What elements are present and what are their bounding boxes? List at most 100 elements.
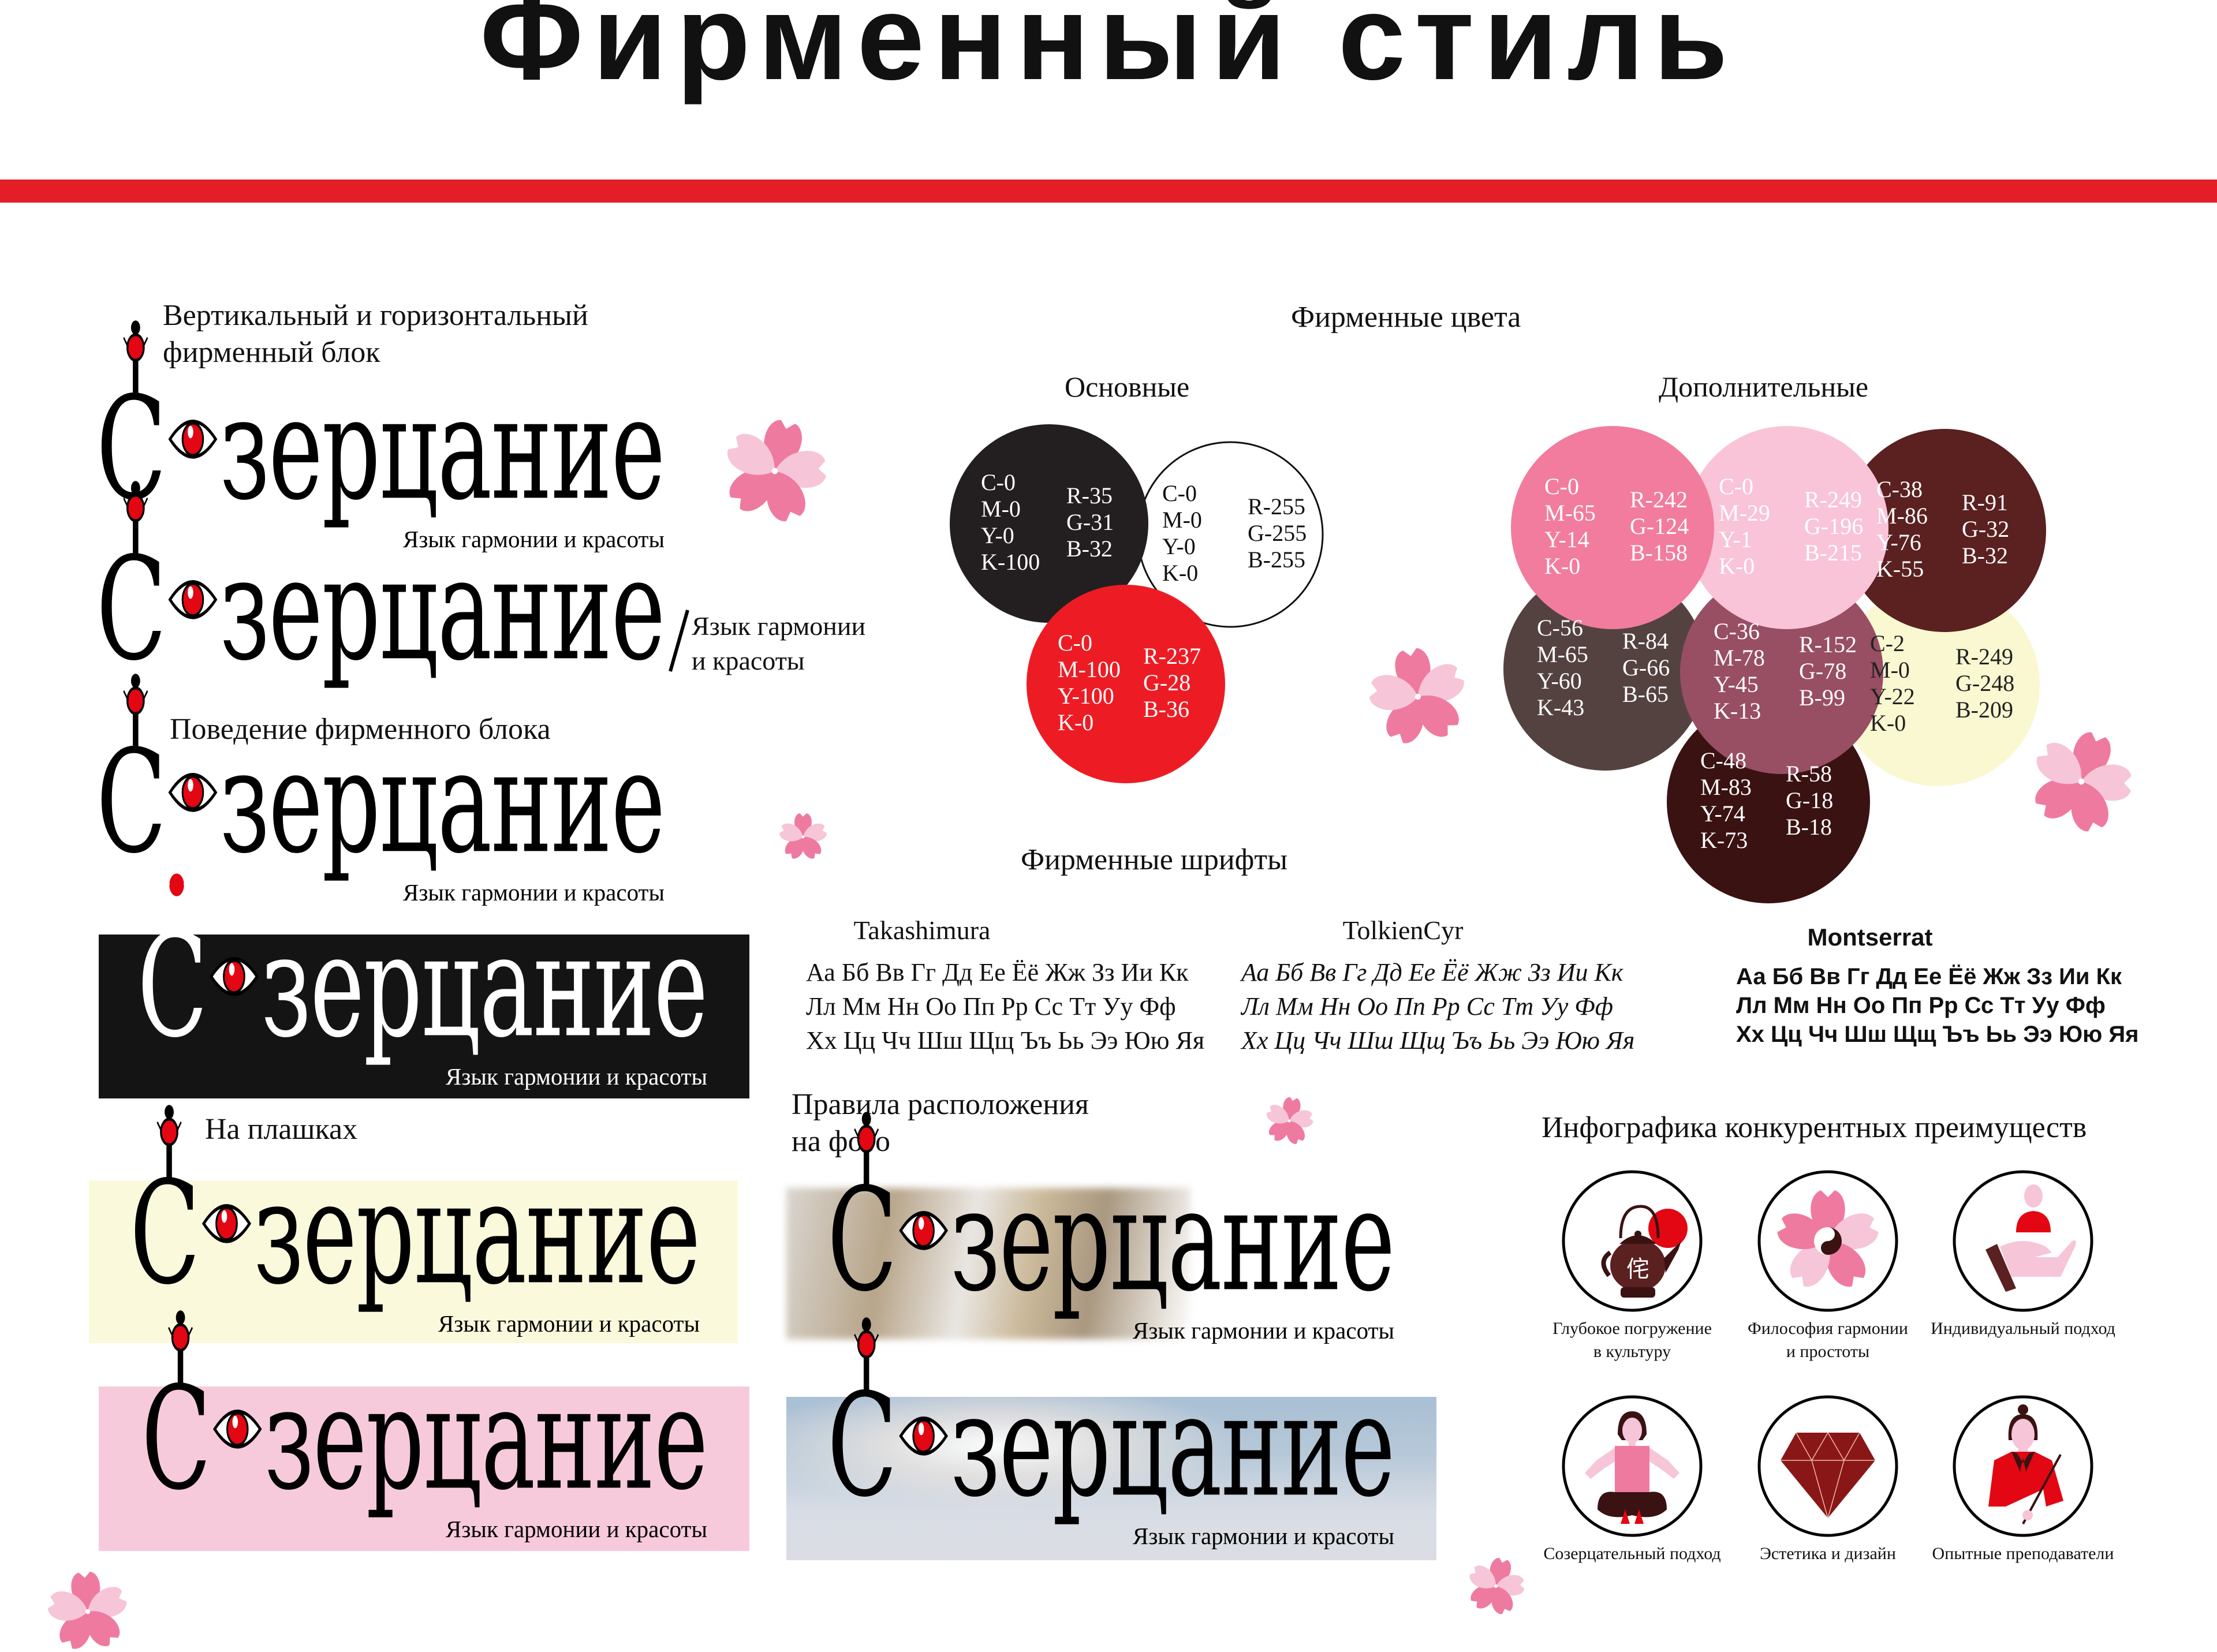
rgb-value: R-255 — [1248, 494, 1305, 519]
swatch-circles — [950, 424, 2046, 903]
eye-icon — [168, 419, 217, 459]
font-sample-row: Хх Цц Чч Шш Щщ Ъъ Ьь Ээ Юю Яя — [1736, 1022, 2139, 1047]
cmyk-value: C-0 — [1058, 630, 1092, 656]
sakura-icon — [47, 1571, 127, 1649]
cmyk-value: K-0 — [1162, 560, 1198, 586]
infographic-label-line: в культуру — [1593, 1342, 1671, 1361]
swatch-primary — [950, 424, 1148, 623]
eye-icon — [898, 1416, 948, 1456]
font-sample-row: Аа Бб Вв Гг Дд Ее Ёё Жж Зз Ии Кк — [1241, 958, 1623, 986]
rgb-value: G-78 — [1799, 658, 1846, 684]
rgb-value: G-31 — [1066, 509, 1114, 535]
rgb-value: B-215 — [1804, 540, 1862, 566]
photo-background-2 — [786, 1397, 1436, 1560]
infographic-label: Опытные преподаватели — [1925, 1542, 2121, 1565]
plates-title: На плашках — [205, 1113, 358, 1146]
figure-icon — [854, 1111, 879, 1188]
rgb-value: R-237 — [1143, 643, 1201, 669]
logo-tagline: Язык гармонии и красоты — [402, 526, 665, 552]
cmyk-value: Y-100 — [1058, 683, 1114, 709]
eye-icon — [168, 772, 217, 812]
sakura-icon — [1469, 1557, 1525, 1614]
rgb-value: B-18 — [1786, 814, 1832, 840]
logo-wordmark: С о зерцание — [827, 1317, 1395, 1518]
infographic-label-line: Индивидуальный подход — [1931, 1319, 2115, 1338]
rgb-value: B-209 — [1955, 697, 2013, 723]
logo-wordmark: С о зерцание — [141, 1310, 708, 1511]
logo-tagline: Язык гармонии и красоты — [1132, 1317, 1394, 1344]
figure-icon — [123, 480, 148, 558]
logo-tagline: Язык гармонии и красоты — [1132, 1523, 1394, 1549]
cmyk-value: Y-0 — [981, 522, 1014, 548]
rgb-value: R-84 — [1622, 628, 1669, 654]
cmyk-value: C-38 — [1876, 476, 1923, 502]
brand-colors-title: Фирменные цвета — [1291, 301, 1521, 334]
meditation-icon — [1562, 1395, 1703, 1537]
plate-pink — [99, 1386, 749, 1551]
swatch-labels: C-0M-0Y-0K-0R-255G-255B-255C-0M-0Y-0K-10… — [981, 469, 2014, 853]
rgb-value: B-32 — [1066, 536, 1113, 562]
logo-wordmark: С о зерцание — [130, 1104, 700, 1305]
cmyk-value: C-2 — [1870, 630, 1905, 656]
eye-icon — [168, 580, 217, 619]
rgb-value: G-196 — [1804, 513, 1863, 539]
block-title-line: Вертикальный и горизонтальный — [163, 299, 588, 332]
cmyk-value: Y-45 — [1714, 671, 1759, 697]
plate-yellow — [89, 1180, 738, 1343]
swatch-additional — [1680, 571, 1883, 774]
sakura-icon — [1266, 1097, 1313, 1144]
infographic-label: Эстетика и дизайн — [1730, 1542, 1926, 1565]
eye-icon — [201, 1204, 251, 1243]
font-sample-row: Хх Цц Чч Шш Щщ Ъъ Ьь Ээ Юю Яя — [1241, 1026, 1635, 1055]
logo-tagline: Язык гармонии и красоты — [438, 1310, 700, 1337]
tagline-slash — [669, 610, 689, 672]
teacher-icon — [1953, 1395, 2093, 1537]
infographic-label-line: Созерцательный подход — [1543, 1544, 1721, 1563]
infographic-label: Созерцательный подход — [1534, 1542, 1730, 1565]
cmyk-value: M-0 — [981, 496, 1021, 522]
font-sample-row: Хх Цц Чч Шш Щщ Ъъ Ьь Ээ Юю Яя — [806, 1026, 1205, 1055]
rgb-value: R-249 — [1955, 644, 2013, 670]
cmyk-value: M-86 — [1876, 503, 1928, 529]
cmyk-value: C-0 — [1544, 473, 1579, 499]
swatch-additional — [1685, 426, 1888, 629]
behavior-title: Поведение фирменного блока — [170, 713, 551, 746]
swatch-values: C-38M-86Y-76K-55R-91G-32B-32 — [1876, 476, 2009, 582]
cmyk-value: Y-74 — [1700, 801, 1745, 827]
figure-icon — [156, 1104, 182, 1182]
cmyk-value: K-0 — [1544, 553, 1580, 579]
page-title: Фирменный стиль — [480, 0, 1737, 105]
cmyk-value: K-100 — [981, 549, 1040, 575]
figure-icon — [123, 320, 148, 397]
sakura-icon — [1369, 648, 1464, 743]
accent-bar — [0, 180, 2217, 203]
cmyk-value: K-0 — [1058, 709, 1093, 735]
cmyk-value: M-0 — [1870, 657, 1910, 683]
svg-text:侘: 侘 — [1626, 1256, 1649, 1283]
block-title: Вертикальный и горизонтальный фирменный … — [163, 297, 588, 371]
logo-horizontal: С о зерцание — [96, 480, 665, 693]
rgb-value: R-91 — [1962, 489, 2008, 515]
rgb-value: G-124 — [1630, 513, 1689, 539]
logo-tagline: Язык гармонии и красоты — [445, 1516, 707, 1542]
teapot-icon: 侘 — [1562, 1170, 1703, 1312]
cmyk-value: K-73 — [1700, 827, 1748, 853]
cmyk-value: Y-76 — [1876, 529, 1921, 555]
font-name: Takashimura — [853, 915, 991, 945]
cmyk-value: M-29 — [1719, 500, 1770, 526]
logo-horizontal-tagline: Язык гармонии и красоты — [692, 609, 865, 678]
font-name: TolkienCyr — [1342, 915, 1464, 945]
rgb-value: G-28 — [1143, 670, 1190, 696]
photo-title-line: Правила расположения — [792, 1088, 1089, 1121]
swatch-values: C-56M-65Y-60K-43R-84G-66B-65 — [1537, 615, 1670, 720]
infographic-label-line: Опытные преподаватели — [1932, 1544, 2114, 1563]
sakura-yin-yang-icon — [1757, 1170, 1898, 1312]
hand-person-icon — [1953, 1170, 2093, 1312]
rgb-value: B-158 — [1630, 540, 1688, 566]
cmyk-value: Y-0 — [1162, 533, 1196, 559]
